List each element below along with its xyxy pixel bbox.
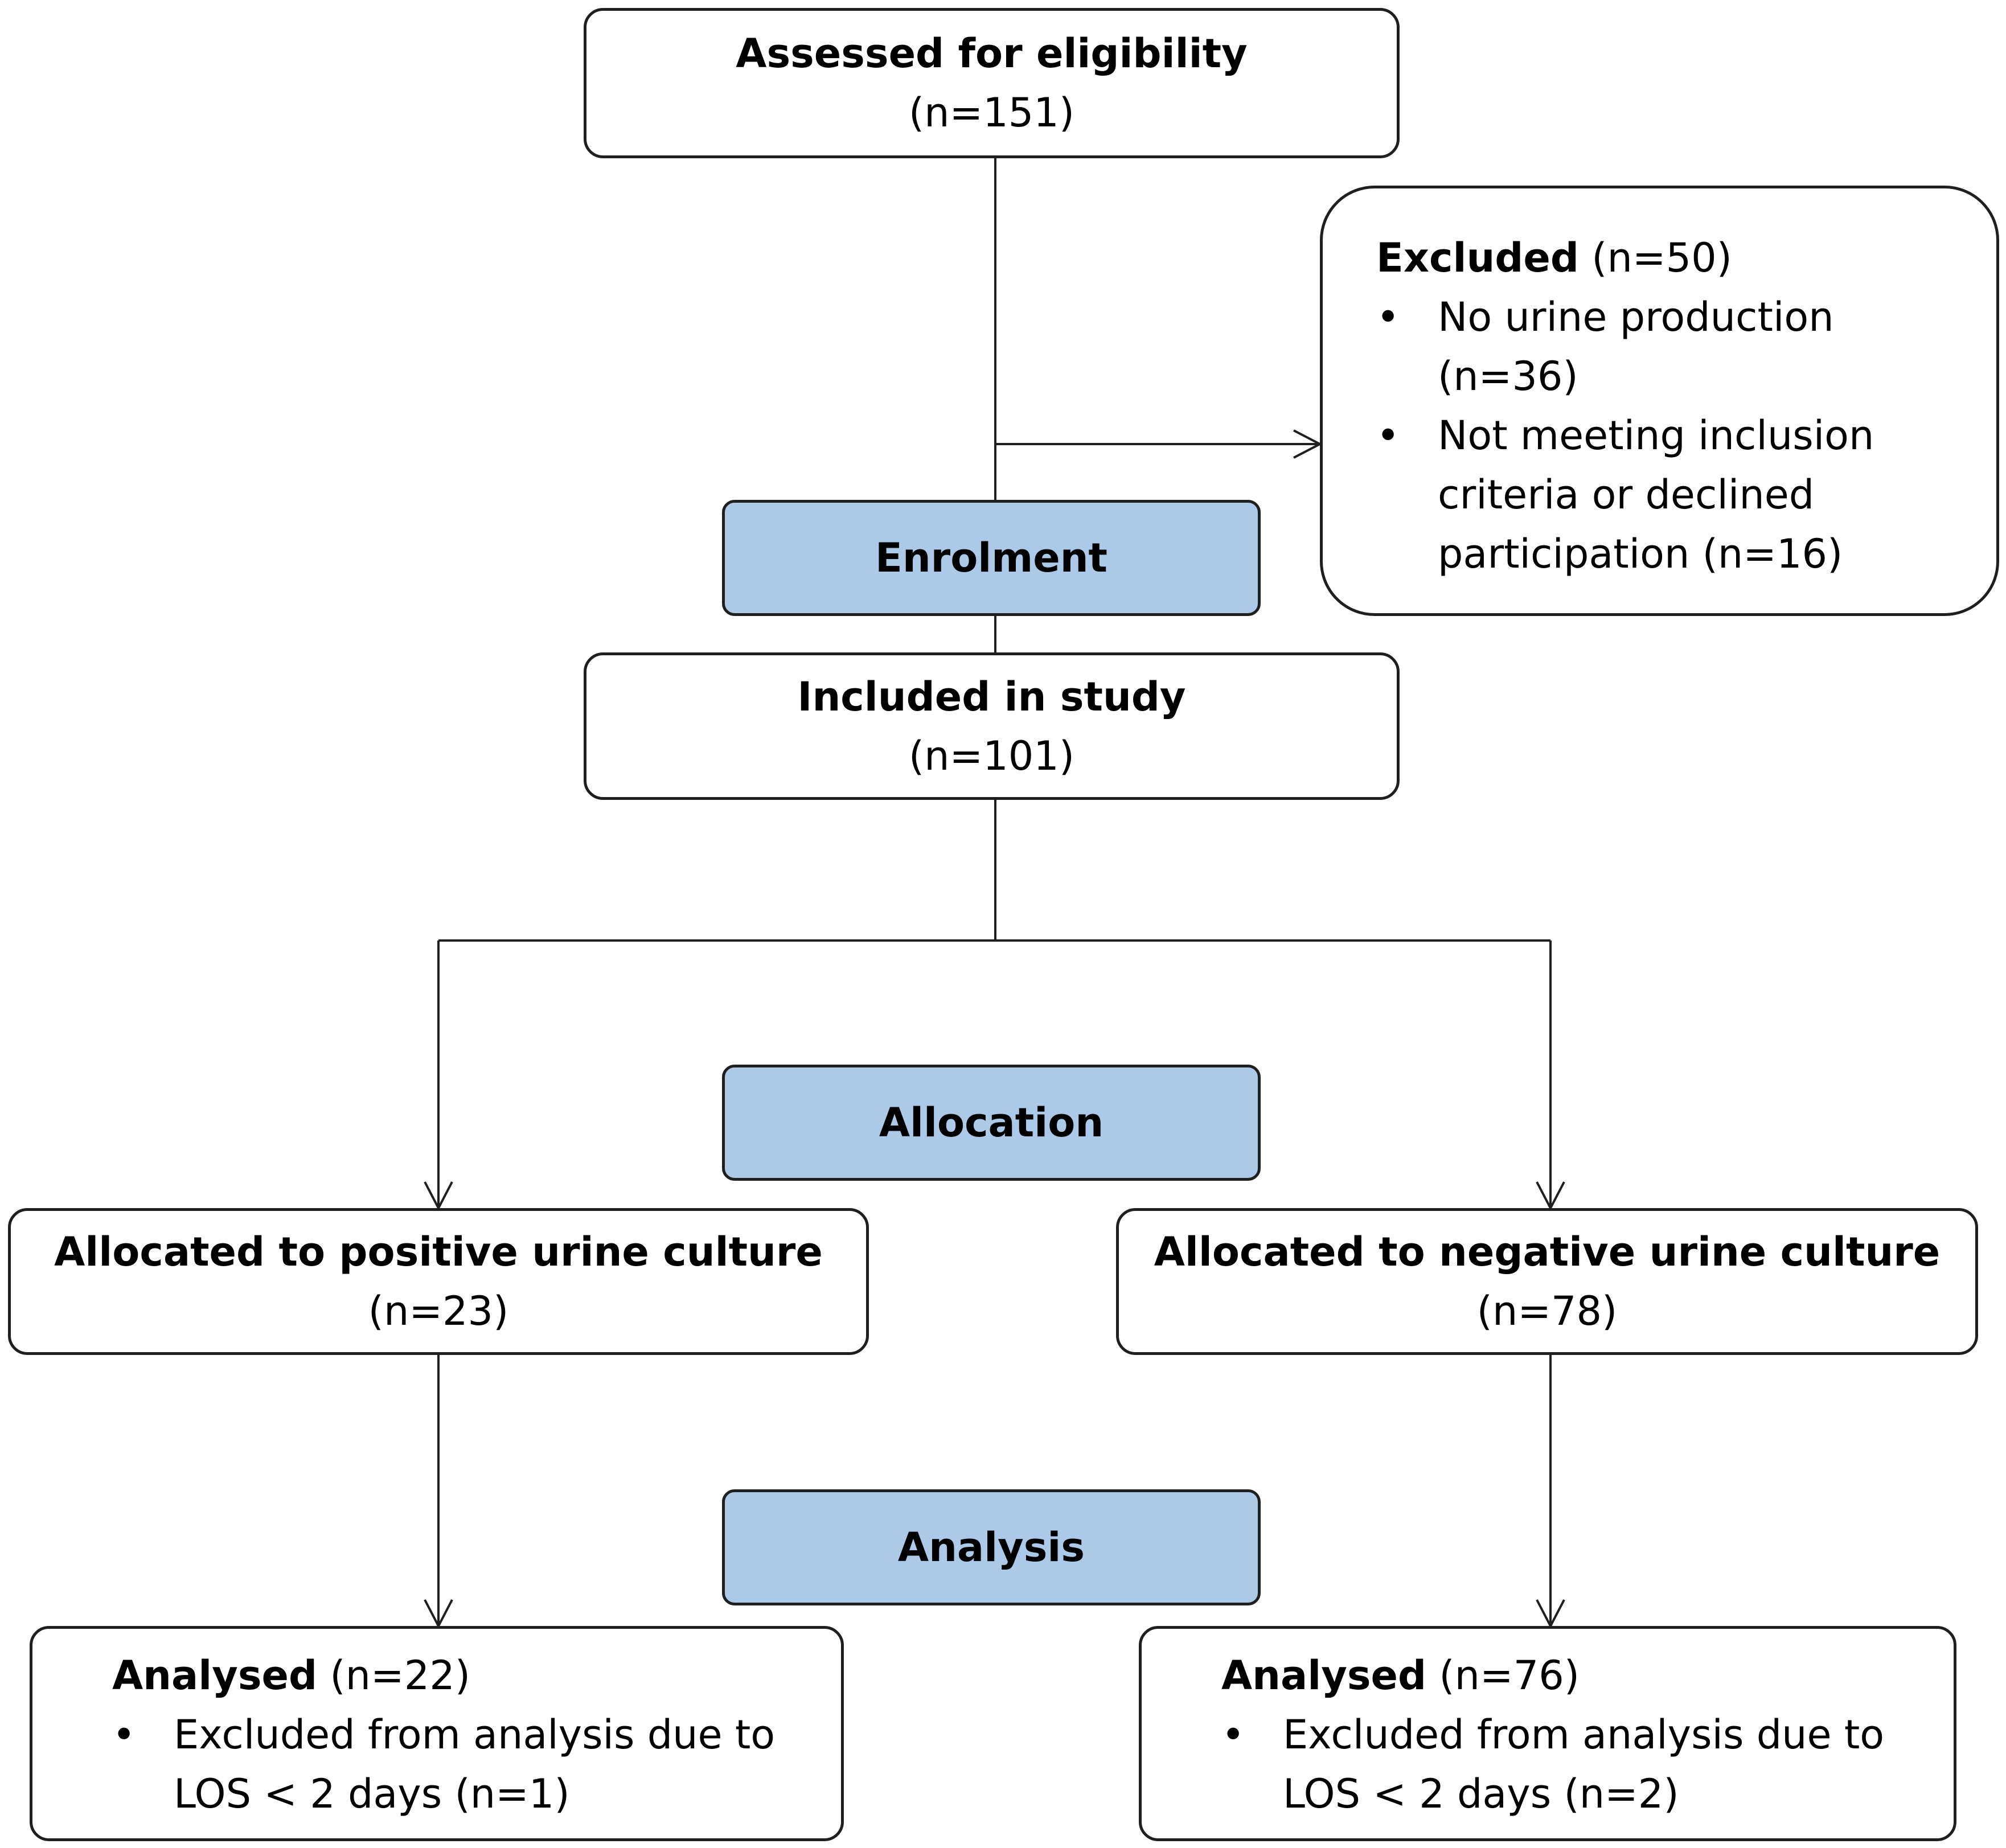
negative-box: Allocated to negative urine culture (n=7… bbox=[1116, 1208, 1978, 1355]
excluded-item-count: (n=16) bbox=[1689, 531, 1843, 577]
stage-allocation-label: Allocation bbox=[879, 1099, 1104, 1146]
excluded-item-label: No urine production bbox=[1438, 294, 1834, 340]
assessed-title: Assessed for eligibility bbox=[736, 30, 1248, 77]
analysed-positive-box: Analysed (n=22) Excluded from analysis d… bbox=[30, 1626, 844, 1841]
excluded-item-label: Not meeting inclusion criteria or declin… bbox=[1438, 412, 1874, 577]
analysed-negative-list: Excluded from analysis due to LOS < 2 da… bbox=[1221, 1705, 1937, 1824]
excluded-list: No urine production (n=36) Not meeting in… bbox=[1376, 288, 1974, 584]
stage-analysis: Analysis bbox=[722, 1489, 1261, 1605]
analysed-positive-item: Excluded from analysis due to LOS < 2 da… bbox=[112, 1705, 824, 1824]
stage-enrolment: Enrolment bbox=[722, 500, 1261, 616]
included-count: (n=101) bbox=[908, 732, 1075, 779]
positive-count: (n=23) bbox=[368, 1288, 509, 1334]
excluded-item-count: (n=36) bbox=[1438, 353, 1578, 400]
negative-title: Allocated to negative urine culture bbox=[1154, 1229, 1941, 1275]
excluded-item-not-meeting-criteria: Not meeting inclusion criteria or declin… bbox=[1376, 406, 1974, 584]
analysed-negative-count: (n=76) bbox=[1426, 1652, 1580, 1699]
excluded-title: Excluded bbox=[1376, 235, 1579, 281]
excluded-count: (n=50) bbox=[1578, 235, 1732, 281]
excluded-item-no-urine: No urine production (n=36) bbox=[1376, 288, 1974, 406]
included-box: Included in study (n=101) bbox=[584, 652, 1400, 800]
assessed-count: (n=151) bbox=[908, 89, 1075, 136]
positive-title: Allocated to positive urine culture bbox=[54, 1229, 823, 1275]
analysed-negative-box: Analysed (n=76) Excluded from analysis d… bbox=[1139, 1626, 1956, 1841]
analysed-item-count: (n=1) bbox=[442, 1771, 570, 1817]
analysed-positive-title: Analysed bbox=[112, 1652, 318, 1699]
negative-count: (n=78) bbox=[1476, 1288, 1618, 1334]
assessed-box: Assessed for eligibility (n=151) bbox=[584, 8, 1400, 158]
analysed-item-count: (n=2) bbox=[1551, 1771, 1679, 1817]
analysed-negative-item: Excluded from analysis due to LOS < 2 da… bbox=[1221, 1705, 1937, 1824]
stage-enrolment-label: Enrolment bbox=[875, 535, 1107, 581]
stage-analysis-label: Analysis bbox=[897, 1524, 1085, 1571]
included-title: Included in study bbox=[797, 673, 1186, 720]
analysed-positive-count: (n=22) bbox=[317, 1652, 471, 1699]
excluded-box: Excluded (n=50) No urine production (n=36… bbox=[1320, 186, 1999, 616]
analysed-negative-title: Analysed bbox=[1221, 1652, 1427, 1699]
analysed-item-label: Excluded from analysis due to LOS < 2 da… bbox=[1283, 1711, 1885, 1817]
analysed-item-label: Excluded from analysis due to LOS < 2 da… bbox=[174, 1711, 776, 1817]
positive-box: Allocated to positive urine culture (n=2… bbox=[8, 1208, 869, 1355]
stage-allocation: Allocation bbox=[722, 1065, 1261, 1181]
analysed-positive-list: Excluded from analysis due to LOS < 2 da… bbox=[112, 1705, 824, 1824]
